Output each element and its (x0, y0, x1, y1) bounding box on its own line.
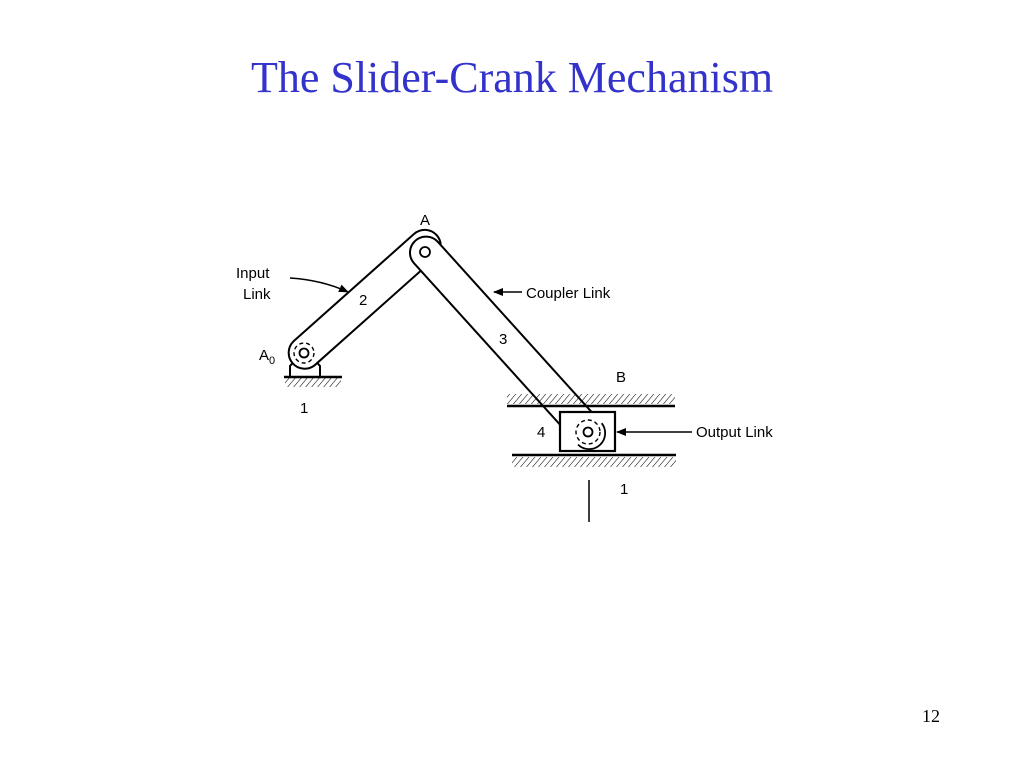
label-joint-a0: A0 (259, 347, 275, 367)
label-input-link-line1: Input (236, 265, 270, 282)
label-output-link: Output Link (696, 424, 773, 441)
label-ground-1-right: 1 (620, 481, 628, 498)
label-link-4: 4 (537, 424, 545, 441)
label-input-link-line2: Link (243, 286, 271, 303)
slide-number: 12 (922, 706, 940, 726)
label-ground-1-left: 1 (300, 400, 308, 417)
label-link-3: 3 (499, 331, 507, 348)
slide-title: The Slider-Crank Mechanism (250, 53, 774, 102)
pivot-a (419, 246, 431, 258)
label-joint-a0-subscript: 0 (269, 355, 275, 367)
input-link-leader-arrow (289, 277, 349, 293)
slider-guide-bottom (512, 453, 676, 467)
pivot-a0 (293, 342, 315, 364)
label-link-2: 2 (359, 292, 367, 309)
label-coupler-link: Coupler Link (526, 285, 611, 302)
label-joint-b: B (616, 369, 626, 386)
slider-guide-top (507, 394, 675, 408)
label-joint-a: A (420, 212, 430, 229)
slider-block-4 (558, 410, 617, 453)
